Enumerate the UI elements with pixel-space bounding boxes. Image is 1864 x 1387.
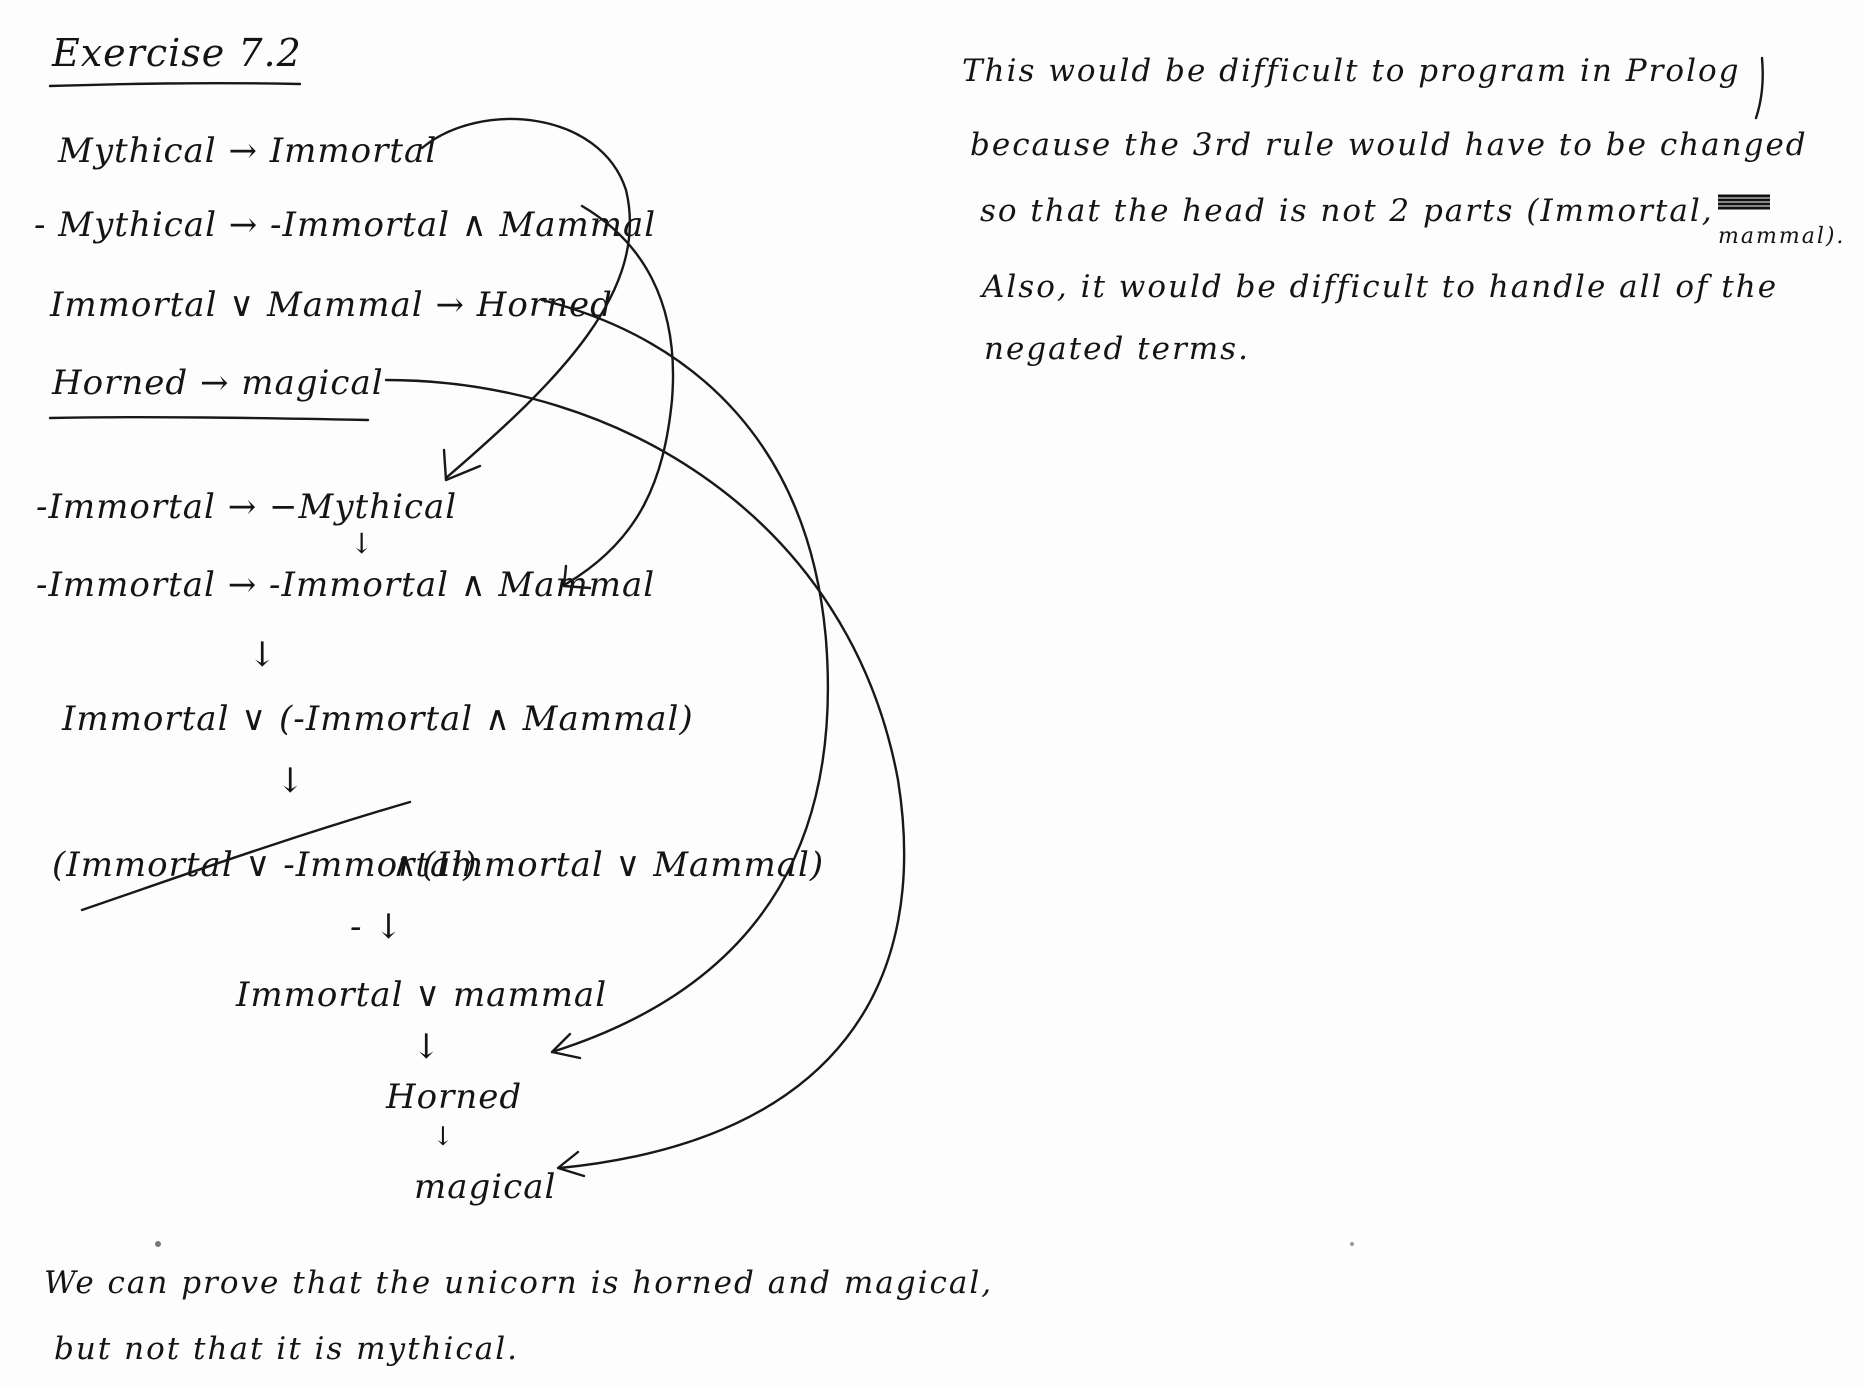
paper-speck [1350, 1242, 1354, 1246]
exercise-title: Exercise 7.2 [52, 31, 302, 75]
derivation-line-6: Horned [386, 1077, 523, 1117]
note-line-1: This would be difficult to program in Pr… [962, 53, 1741, 89]
curved-arrow-3 [540, 298, 830, 1054]
curved-arrow-1-head [442, 448, 482, 482]
derivation-arrow-5: ↓ [412, 1027, 442, 1067]
note-line-2: because the 3rd rule would have to be ch… [970, 127, 1808, 163]
derivation-arrow-1: ↓ [350, 527, 375, 560]
derivation-arrow-6: ↓ [432, 1122, 455, 1152]
note-line-3: so that the head is not 2 parts (Immorta… [980, 193, 1714, 229]
conclusion-line-1: We can prove that the unicorn is horned … [44, 1265, 994, 1301]
curved-arrow-4-head [556, 1150, 586, 1178]
derivation-line-3: Immortal ∨ (-Immortal ∧ Mammal) [62, 699, 694, 739]
derivation-arrow-4: - ↓ [350, 907, 404, 947]
note-line-4: Also, it would be difficult to handle al… [982, 269, 1779, 305]
title-underline [48, 81, 302, 88]
derivation-line-4-op: ∧ [392, 845, 418, 885]
note-line-5: negated terms. [984, 331, 1250, 367]
rule-1: Mythical → Immortal [58, 131, 438, 171]
derivation-line-7: magical [414, 1167, 557, 1207]
curved-arrow-4 [384, 378, 906, 1170]
rule-4: Horned → magical [52, 363, 384, 403]
derivation-arrow-2: ↓ [248, 635, 278, 675]
rules-separator-line [48, 415, 370, 422]
derivation-line-1: -Immortal → −Mythical [36, 487, 458, 527]
scribble-mark [1718, 194, 1770, 210]
derivation-line-4-right: (Immortal ∨ Mammal) [422, 845, 825, 885]
rule-2: - Mythical → -Immortal ∧ Mammal [34, 205, 657, 245]
paper-speck [155, 1241, 161, 1247]
rule-3: Immortal ∨ Mammal → Horned [50, 285, 613, 325]
conclusion-line-2: but not that it is mythical. [54, 1331, 520, 1367]
curved-arrow-2 [564, 204, 675, 586]
derivation-arrow-3: ↓ [276, 761, 306, 801]
curved-arrow-3-head [550, 1032, 582, 1060]
note-line-3-end: mammal). [1718, 224, 1846, 249]
derivation-line-5: Immortal ∨ mammal [236, 975, 608, 1015]
derivation-line-2: -Immortal → -Immortal ∧ Mammal [36, 565, 656, 605]
prolog-tail-stroke [1754, 56, 1764, 120]
